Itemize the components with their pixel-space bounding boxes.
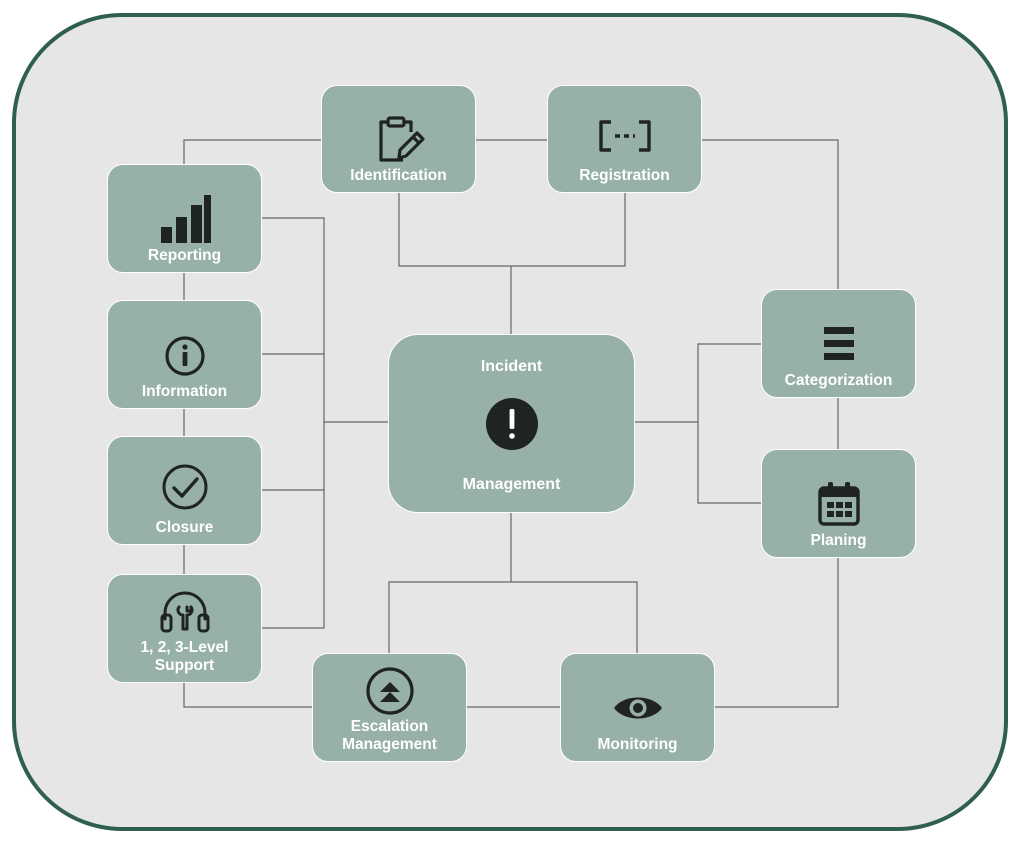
connector-registration-categorization	[700, 139, 839, 290]
connector-reporting-identification	[183, 139, 322, 165]
calendar-icon	[817, 482, 860, 526]
connector-reporting-bus	[262, 217, 325, 629]
node-escalation[interactable]: Escalation Management	[312, 653, 467, 762]
connector-bottom-branch	[388, 581, 638, 653]
bar-chart-icon	[160, 195, 211, 243]
clipboard-pencil-icon	[378, 116, 425, 162]
center-label-line2: Management	[462, 475, 561, 493]
headset-wrench-icon	[160, 591, 209, 633]
center-label-line1: Incident	[480, 358, 543, 375]
connector-identification-center	[398, 192, 511, 267]
identification-label: Identification	[350, 167, 447, 185]
monitoring-label: Monitoring	[597, 736, 678, 754]
planing-label: Planing	[810, 532, 867, 550]
support-label-line2: Support	[154, 657, 215, 675]
info-circle-icon	[164, 336, 205, 376]
connector-planing-monitoring	[714, 557, 839, 708]
reporting-label: Reporting	[147, 247, 222, 265]
node-planing[interactable]: Planing	[761, 449, 916, 558]
node-monitoring[interactable]: Monitoring	[560, 653, 715, 762]
information-label: Information	[141, 383, 228, 401]
node-closure[interactable]: Closure	[107, 436, 262, 545]
node-identification[interactable]: Identification	[321, 85, 476, 193]
node-information[interactable]: Information	[107, 300, 262, 409]
list-lines-icon	[823, 327, 854, 360]
node-support[interactable]: 1, 2, 3-Level Support	[107, 574, 262, 683]
node-reporting[interactable]: Reporting	[107, 164, 262, 273]
node-categorization[interactable]: Categorization	[761, 289, 916, 398]
escalation-label-line1: Escalation	[350, 717, 429, 735]
check-circle-icon	[162, 464, 207, 510]
closure-label: Closure	[155, 519, 214, 537]
eye-icon	[613, 697, 662, 719]
node-incident-management[interactable]: Incident Management	[388, 334, 635, 513]
double-up-arrow-icon	[365, 667, 414, 715]
connector-support-escalation	[183, 682, 313, 708]
connector-categorization-bus	[697, 343, 762, 504]
node-registration[interactable]: Registration	[547, 85, 702, 193]
exclamation-circle-icon	[485, 398, 538, 450]
escalation-label-line2: Management	[342, 736, 437, 754]
categorization-label: Categorization	[784, 372, 893, 390]
connector-registration-center	[511, 192, 626, 267]
registration-label: Registration	[579, 167, 670, 185]
bracket-link-icon	[598, 120, 651, 152]
support-label-line1: 1, 2, 3-Level	[140, 638, 229, 656]
